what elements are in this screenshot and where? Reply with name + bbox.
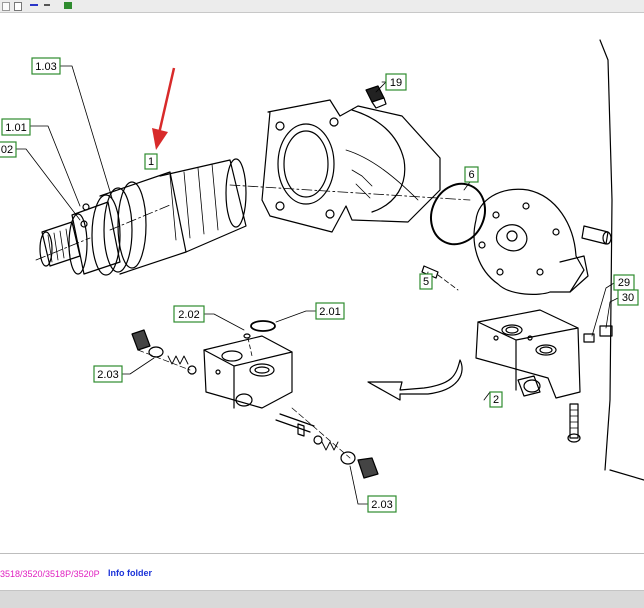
callout-label: 2.02 [178,309,199,321]
plug-19 [365,85,387,109]
bottom-bar [0,590,644,608]
callout-label: 2.01 [319,306,340,318]
callout-label: 30 [622,292,634,304]
o-ring-2-01 [250,320,276,332]
bolt [581,225,612,245]
toolbar-button-2[interactable] [14,2,22,11]
callout-19[interactable]: 19 [385,73,407,91]
callout-label: 2.03 [97,369,118,381]
screw-30 [599,325,613,337]
callout-label: 5 [423,276,429,288]
callout-label: 02 [1,144,13,156]
callout-2-03-lower[interactable]: 2.03 [367,495,397,513]
callout-1[interactable]: 1 [144,153,158,170]
o-ring-6 [430,182,486,246]
valve-block-2 [475,309,581,443]
callout-29[interactable]: 29 [613,274,635,291]
leader-lines [15,65,619,505]
pin-5 [421,265,459,291]
callout-1-01[interactable]: 1.01 [1,118,31,136]
callout-label: 19 [390,77,402,89]
toolbar-button-3[interactable] [30,4,38,6]
callout-30[interactable]: 30 [617,289,639,306]
toolbar-button-4[interactable] [44,4,50,6]
callout-2-03-upper[interactable]: 2.03 [93,365,123,383]
valve-block-left [203,333,293,409]
parts-diagram-canvas: 1.03 1.01 02 1 19 6 5 29 30 2.02 2.01 [0,13,644,553]
status-bar: 3518/3520/3518P/3520P Info folder [0,554,644,590]
spool-and-plug-lower [275,407,379,479]
divider [0,553,644,554]
callout-label: 1.03 [35,61,56,73]
frame-line [609,469,644,481]
callout-2-01[interactable]: 2.01 [315,302,345,320]
callout-label: 6 [468,169,474,181]
frame-line [599,39,613,471]
plug-and-spring-left [131,329,197,375]
callout-5[interactable]: 5 [419,273,433,290]
screw-29 [583,333,595,343]
toolbar [0,0,644,13]
assembly-direction-arrow [367,359,463,401]
callout-6[interactable]: 6 [464,166,479,183]
callout-1-03[interactable]: 1.03 [31,57,61,75]
callout-2[interactable]: 2 [489,391,503,408]
toolbar-button-1[interactable] [2,2,10,11]
callout-label: 1.01 [5,122,26,134]
axis-line [35,184,471,261]
motor-shaft-assembly [39,158,247,276]
exploded-view-diagram: 1.03 1.01 02 1 19 6 5 29 30 2.02 2.01 [0,39,644,513]
callout-label: 2.03 [371,499,392,511]
info-folder-link[interactable]: Info folder [108,568,152,578]
callout-label: 2 [493,394,499,406]
callout-2-02[interactable]: 2.02 [173,305,205,323]
callout-label: 29 [618,277,630,289]
end-cover [473,188,589,295]
model-list: 3518/3520/3518P/3520P [0,569,100,579]
callout-label: 1 [148,156,154,168]
red-pointer-arrow [152,67,176,150]
callout-02[interactable]: 02 [0,141,17,158]
toolbar-button-5[interactable] [64,2,72,9]
elbow-housing [261,99,441,233]
